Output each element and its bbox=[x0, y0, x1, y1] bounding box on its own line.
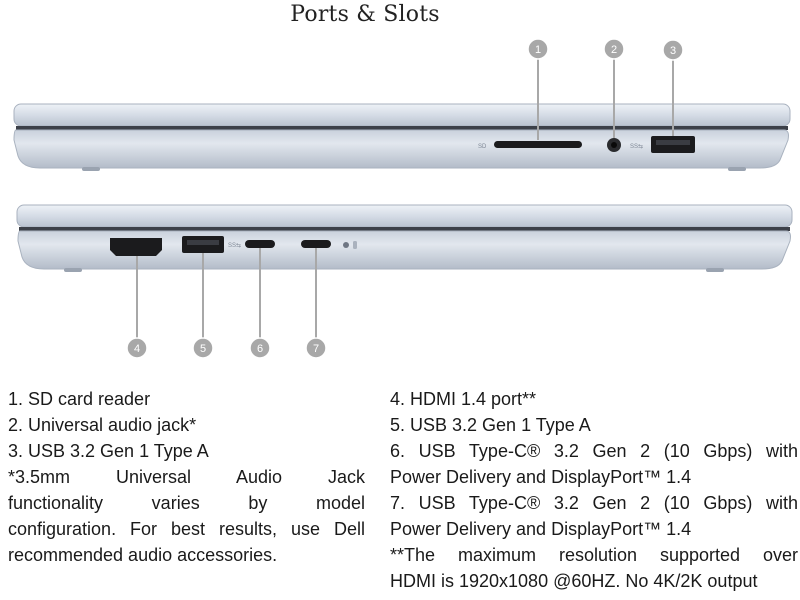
port-item-1: 1. SD card reader bbox=[8, 389, 151, 409]
usbc-label-1: SS⇆ bbox=[228, 242, 241, 249]
callout-label-1: 1 bbox=[535, 44, 541, 56]
bottom-left-foot bbox=[64, 268, 82, 272]
sd-label: SD bbox=[478, 144, 487, 150]
audio-note-line-2: functionality varies by model bbox=[8, 493, 365, 513]
callout-circle-5 bbox=[192, 337, 214, 359]
port-item-6-line-1: 6. USB Type-C® 3.2 Gen 2 (10 Gbps) with bbox=[390, 441, 798, 461]
port-item-7-line-1: 7. USB Type-C® 3.2 Gen 2 (10 Gbps) with bbox=[390, 493, 798, 513]
port-item-3: 3. USB 3.2 Gen 1 Type A bbox=[8, 441, 209, 461]
callout-circle-6 bbox=[249, 337, 271, 359]
sd-card-slot bbox=[494, 141, 582, 148]
bottom-laptop-seam bbox=[19, 227, 790, 231]
callout-circle-7 bbox=[305, 337, 327, 359]
audio-note-line-4: recommended audio accessories. bbox=[8, 545, 278, 565]
callout-circle-2 bbox=[603, 38, 625, 60]
callout-label-7: 7 bbox=[313, 343, 319, 355]
port-item-6-line-2: Power Delivery and DisplayPort™ 1.4 bbox=[390, 467, 692, 487]
callout-label-2: 2 bbox=[611, 44, 617, 56]
laptop-side-views: SD SS⇆ 1 2 3 SS⇆ 4 bbox=[13, 38, 793, 359]
usb-c-port-2 bbox=[301, 240, 331, 248]
callout-label-5: 5 bbox=[200, 343, 206, 355]
hdmi-note-line-2: HDMI is 1920x1080 @60HZ. No 4K/2K output bbox=[390, 571, 758, 591]
callout-label-6: 6 bbox=[257, 343, 263, 355]
port-item-4: 4. HDMI 1.4 port** bbox=[390, 389, 537, 409]
hdmi-note-line-1: **The maximum resolution supported over bbox=[390, 545, 798, 565]
right-side-view: SD SS⇆ 1 2 3 bbox=[13, 38, 791, 171]
status-led-icon bbox=[343, 242, 349, 248]
left-port-descriptions: 1. SD card reader 2. Universal audio jac… bbox=[8, 386, 365, 568]
top-laptop-seam bbox=[16, 126, 788, 130]
callout-label-3: 3 bbox=[670, 45, 676, 57]
audio-note-line-3: configuration. For best results, use Del… bbox=[8, 519, 365, 539]
port-item-5: 5. USB 3.2 Gen 1 Type A bbox=[390, 415, 591, 435]
callout-circle-4 bbox=[126, 337, 148, 359]
hdmi-port bbox=[110, 238, 162, 256]
callout-circle-1 bbox=[527, 38, 549, 60]
audio-jack-hole bbox=[611, 142, 617, 148]
bottom-laptop-lid bbox=[16, 204, 793, 228]
power-indicator-icon bbox=[353, 241, 357, 249]
port-item-2: 2. Universal audio jack* bbox=[8, 415, 197, 435]
right-port-descriptions: 4. HDMI 1.4 port** 5. USB 3.2 Gen 1 Type… bbox=[390, 386, 798, 594]
audio-note-line-1: *3.5mm Universal Audio Jack bbox=[8, 467, 365, 487]
bottom-right-foot bbox=[706, 268, 724, 272]
usb-c-port-1 bbox=[245, 240, 275, 248]
top-right-foot bbox=[728, 167, 746, 171]
callout-label-4: 4 bbox=[134, 343, 140, 355]
top-left-foot bbox=[82, 167, 100, 171]
left-side-view: SS⇆ 4 5 6 7 bbox=[16, 204, 793, 359]
top-laptop-base bbox=[13, 129, 789, 169]
page-title: Ports & Slots bbox=[290, 2, 440, 27]
usb-a-port-right-tongue bbox=[656, 140, 690, 145]
usb-a-port-left-tongue bbox=[187, 240, 219, 245]
usb-ss-label: SS⇆ bbox=[630, 143, 643, 150]
port-item-7-line-2: Power Delivery and DisplayPort™ 1.4 bbox=[390, 519, 692, 539]
callout-circle-3 bbox=[662, 39, 684, 61]
